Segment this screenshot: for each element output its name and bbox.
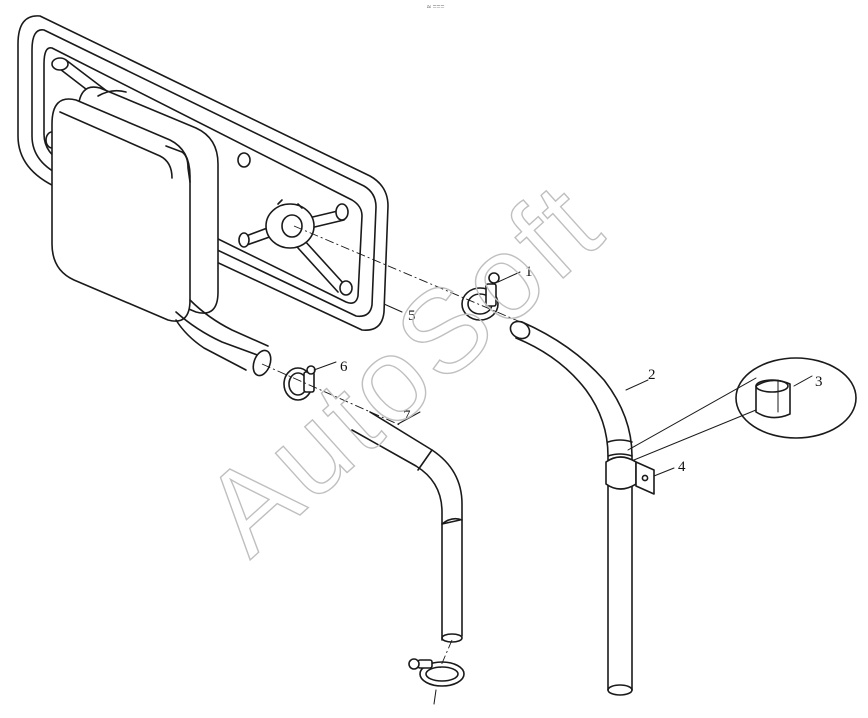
connecting-pipe-7 bbox=[351, 411, 463, 643]
pipe-bracket-4 bbox=[605, 456, 675, 495]
callout-5: 5 bbox=[408, 308, 416, 324]
filter-outlet-hose bbox=[175, 299, 272, 377]
mounting-frame bbox=[17, 15, 389, 331]
callout-1: 1 bbox=[525, 264, 533, 280]
callout-7: 7 bbox=[403, 408, 411, 424]
assembly-center-lines bbox=[261, 225, 531, 669]
callout-2: 2 bbox=[648, 367, 656, 383]
hose-clamp-6 bbox=[283, 361, 337, 401]
hose-clamp-lower bbox=[408, 658, 465, 705]
callout-6: 6 bbox=[340, 359, 348, 375]
callout-3: 3 bbox=[815, 374, 823, 390]
main-pipe-2 bbox=[509, 320, 649, 696]
watermark-text: AutoSoft bbox=[179, 157, 627, 579]
leader-5 bbox=[383, 303, 403, 313]
filter-body bbox=[51, 86, 219, 322]
detail-view-3 bbox=[627, 357, 857, 461]
callout-4: 4 bbox=[678, 459, 686, 475]
top-mark: ≈ === bbox=[427, 3, 444, 11]
hose-clamp-1 bbox=[461, 271, 521, 321]
